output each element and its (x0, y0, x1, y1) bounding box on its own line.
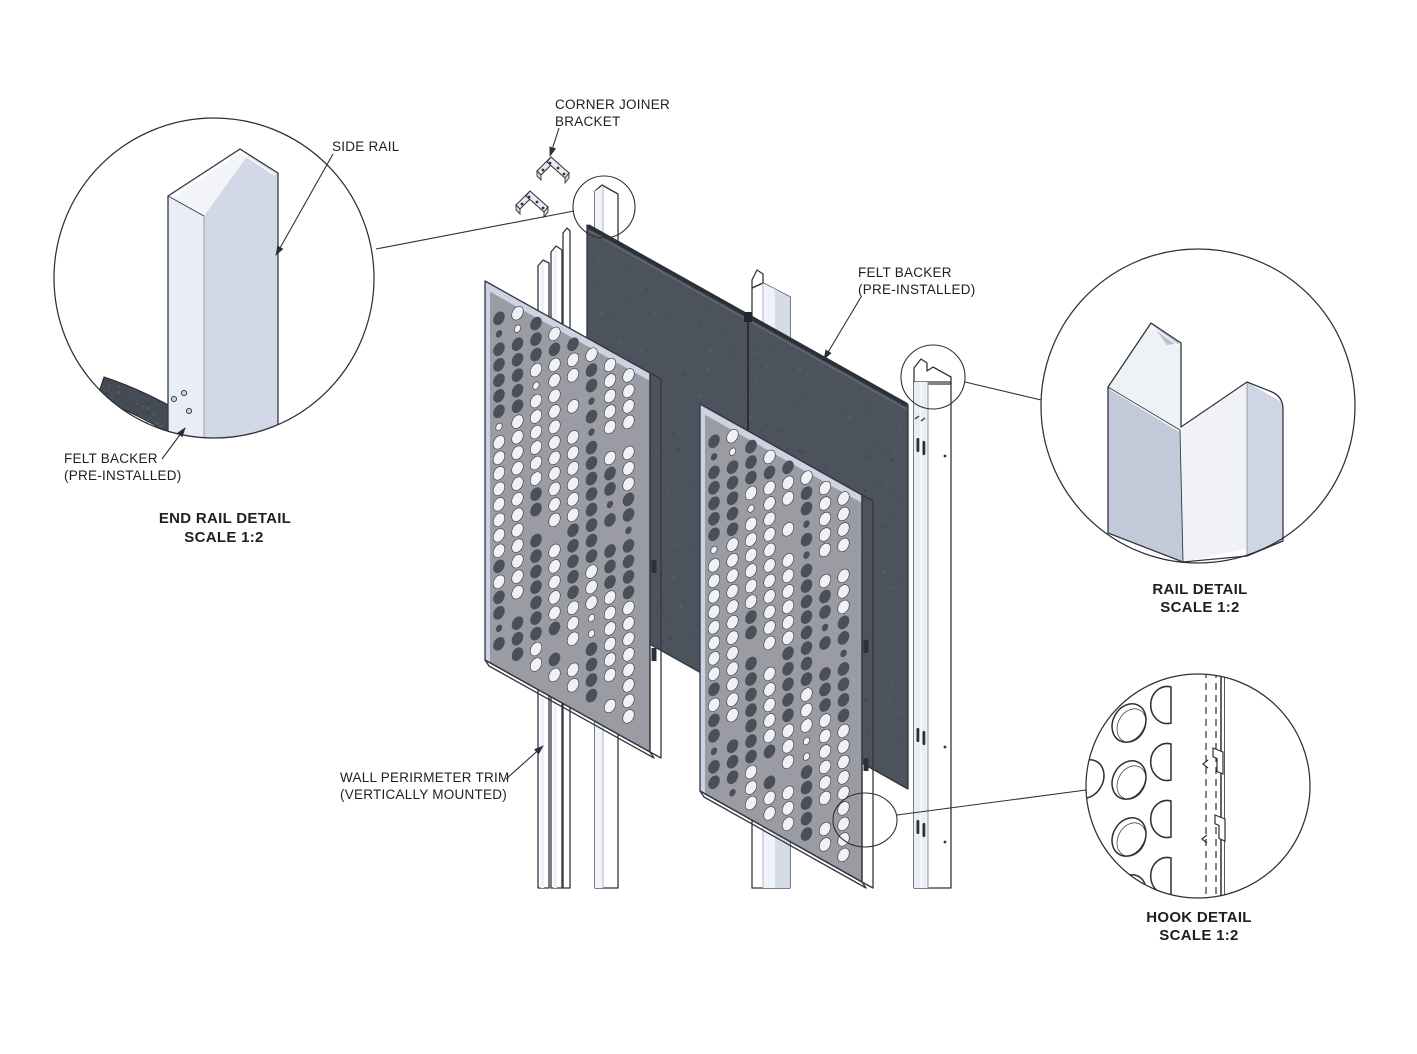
leader-felt-backer-left (161, 427, 186, 460)
corner-joiner-label-line2: BRACKET (555, 114, 621, 129)
seam-hook-tab (744, 312, 752, 322)
edge-hook-tab (651, 648, 657, 661)
hook-slots (916, 438, 926, 837)
annotations: SIDE RAIL CORNER JOINER BRACKET FELT BAC… (64, 97, 1252, 944)
felt-backer-mid-label-line2: (PRE-INSTALLED) (858, 282, 976, 297)
end-rail-detail-title: END RAIL DETAIL (159, 510, 291, 527)
edge-hook-tab (651, 560, 657, 573)
callout-ellipse-hook (832, 792, 898, 848)
felt-backer-mid-label-line1: FELT BACKER (858, 265, 952, 280)
leader-wall-trim (505, 745, 544, 780)
rail-rivets (914, 415, 947, 844)
rail-detail-view (1040, 248, 1356, 564)
hook-detail-circle (1085, 673, 1311, 899)
edge-hook-tab (863, 640, 869, 653)
leader-felt-backer-mid (823, 296, 862, 360)
d-shaped-holes (1150, 685, 1172, 896)
section-line-hook (896, 789, 1087, 816)
wall-trim-label-line1: WALL PERIRMETER TRIM (340, 770, 510, 785)
hook-detail-title: HOOK DETAIL (1146, 909, 1252, 926)
side-rail-right (913, 358, 952, 889)
panel-top-edge (700, 404, 862, 503)
perforation-pattern (492, 306, 635, 724)
end-rail-detail-circle (53, 117, 375, 439)
hook-detail-view (1085, 673, 1311, 899)
leader-corner-joiner (549, 127, 560, 157)
perforated-panel-left (484, 280, 662, 759)
rail-detail-title: RAIL DETAIL (1152, 581, 1247, 598)
hooks (1201, 747, 1226, 844)
corner-joiner-bracket-1 (536, 156, 570, 185)
edge-hook-tab (863, 758, 869, 771)
rail-detail-scale: SCALE 1:2 (1160, 599, 1239, 616)
corner-joiner-label-line1: CORNER JOINER (555, 97, 670, 112)
end-rail-detail-scale: SCALE 1:2 (184, 529, 263, 546)
panel-left-edge (485, 281, 490, 663)
perforation-pattern (707, 429, 850, 863)
felt-backer-left-label-line2: (PRE-INSTALLED) (64, 468, 182, 483)
perforated-panel-right (699, 403, 874, 889)
end-rail-detail-view (53, 117, 375, 439)
wall-trim-label-line2: (VERTICALLY MOUNTED) (340, 787, 507, 802)
hook-detail-content (1086, 674, 1226, 898)
side-rail-label: SIDE RAIL (332, 139, 400, 154)
leader-side-rail (275, 153, 334, 256)
callout-circle-top-rail (572, 175, 636, 239)
panel-left-edge (700, 404, 705, 794)
corner-joiner-bracket-2 (515, 190, 549, 219)
section-line-end-rail (375, 210, 575, 250)
panel-edge-lines (1205, 674, 1225, 898)
end-rail-3d (167, 148, 279, 438)
rail-screws (170, 389, 193, 415)
rail-3d (1107, 322, 1284, 563)
panel-top-edge (485, 281, 650, 381)
main-assembly (484, 156, 952, 889)
hook-detail-scale: SCALE 1:2 (1159, 927, 1238, 944)
section-line-rail (964, 381, 1042, 401)
rail-detail-circle (1040, 248, 1356, 564)
callout-circle-side-rail (900, 344, 966, 410)
felt-backer-left-label-line1: FELT BACKER (64, 451, 158, 466)
